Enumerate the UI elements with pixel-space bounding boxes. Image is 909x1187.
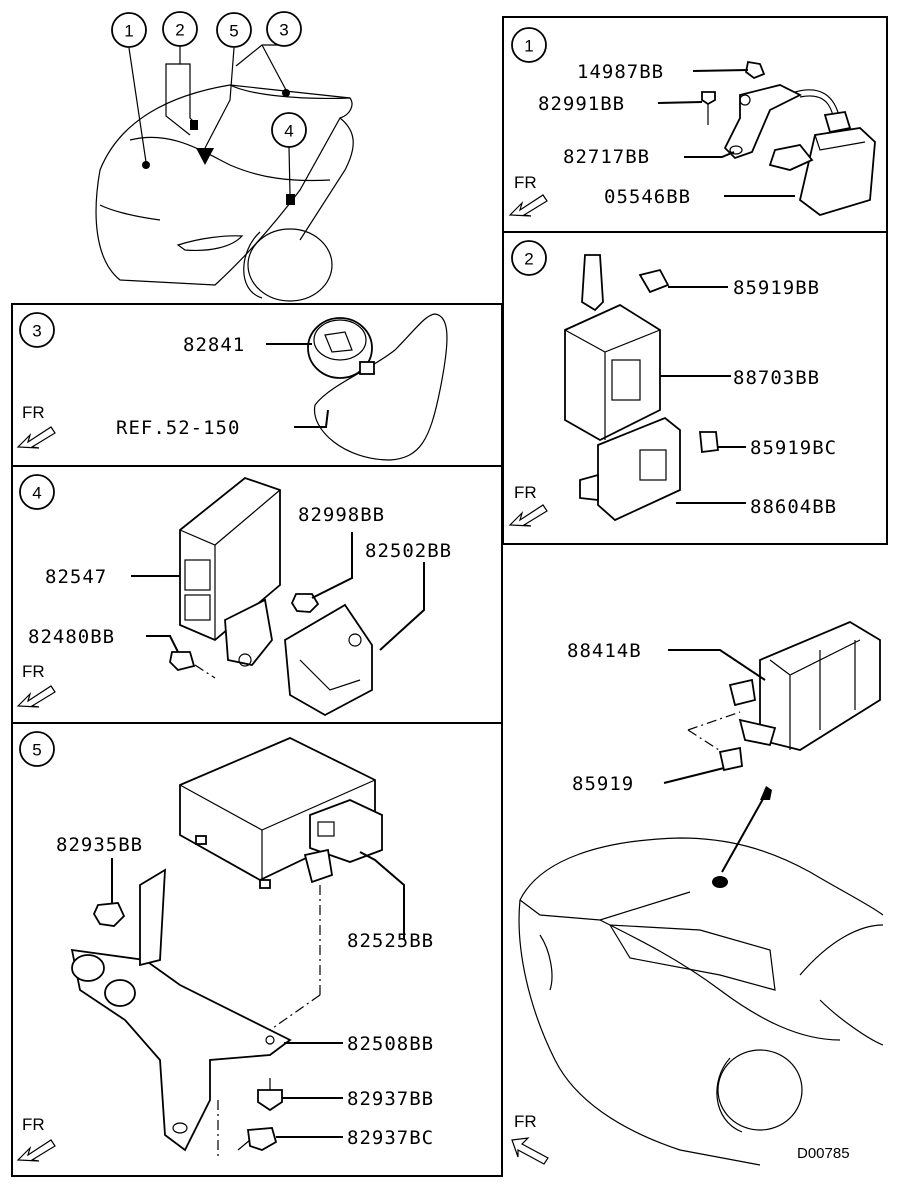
panel-1-label-1: 14987BB <box>577 61 664 83</box>
panel-4: 4 82998BB 82502BB 82547 82480BB FR <box>11 465 503 724</box>
panel-2: 2 85919BB 88703BB 85919BC 88604BB FR <box>502 231 888 545</box>
svg-text:5: 5 <box>229 22 238 41</box>
overview-callout-5: 5 <box>216 12 252 48</box>
svg-text:2: 2 <box>175 21 184 40</box>
panel-4-label-1: 82998BB <box>298 504 385 526</box>
svg-text:3: 3 <box>279 21 288 40</box>
panel-5-number: 5 <box>32 741 41 760</box>
panel-1-label-3: 82717BB <box>563 146 650 168</box>
overview-callout-4: 4 <box>271 112 307 148</box>
panel-5-label-3: 82508BB <box>347 1033 434 1055</box>
panel-3: 3 82841 REF.52-150 FR <box>11 303 503 467</box>
panel-1-number-circle <box>511 27 547 63</box>
panel-2-label-2: 88703BB <box>733 367 820 389</box>
overview-callout-3: 3 <box>266 11 302 47</box>
panel-2-label-1: 85919BB <box>733 277 820 299</box>
panel-5-label-2: 82525BB <box>347 930 434 952</box>
panel-2-label-4: 88604BB <box>750 496 837 518</box>
panel-2-number: 2 <box>524 250 533 269</box>
panel-5: 5 82935BB 82 <box>11 722 503 1177</box>
panel-1: 1 14987BB 82991BB 82717BB 05546BB FR <box>502 16 888 233</box>
panel-1-fr-label: FR <box>514 173 537 192</box>
panel-5-fr-label: FR <box>22 1115 45 1134</box>
overview-callout-2: 2 <box>162 11 198 47</box>
panel-1-fr-arrow-icon <box>508 194 548 217</box>
overview-car-front: 1 2 5 3 4 <box>95 11 354 302</box>
panel-4-fr-arrow-icon <box>16 685 56 708</box>
panel-3-number: 3 <box>32 322 41 341</box>
panel-3-label-2: REF.52-150 <box>116 417 240 439</box>
panel-4-fr-label: FR <box>22 662 45 681</box>
panel-3-label-1: 82841 <box>183 334 245 356</box>
panel-1-label-2: 82991BB <box>538 93 625 115</box>
rear-fr-arrow-icon <box>511 1137 549 1165</box>
panel-1-number: 1 <box>524 37 533 56</box>
panel-4-number: 4 <box>32 484 41 503</box>
rear-car-view: 88414B 85919 FR D00785 <box>511 620 884 1166</box>
panel-4-label-4: 82480BB <box>28 626 115 648</box>
panel-3-fr-label: FR <box>22 403 45 422</box>
panel-2-fr-label: FR <box>514 483 537 502</box>
rear-label-2: 85919 <box>572 773 634 795</box>
panel-5-label-5: 82937BC <box>347 1127 434 1149</box>
panel-5-label-4: 82937BB <box>347 1088 434 1110</box>
panel-4-label-2: 82502BB <box>365 540 452 562</box>
svg-text:4: 4 <box>284 122 293 141</box>
panel-3-fr-arrow-icon <box>16 426 56 449</box>
panel-2-label-3: 85919BC <box>750 437 837 459</box>
rear-label-1: 88414B <box>567 640 642 662</box>
panel-2-fr-arrow-icon <box>508 504 548 527</box>
panel-5-fr-arrow-icon <box>16 1139 56 1162</box>
panel-5-label-1: 82935BB <box>56 834 143 856</box>
diagram-code: D00785 <box>797 1145 850 1162</box>
panel-4-label-3: 82547 <box>45 566 107 588</box>
overview-callout-1: 1 <box>111 12 147 48</box>
panel-1-label-4: 05546BB <box>604 186 691 208</box>
svg-text:1: 1 <box>124 22 133 41</box>
rear-fr-label: FR <box>514 1112 537 1131</box>
